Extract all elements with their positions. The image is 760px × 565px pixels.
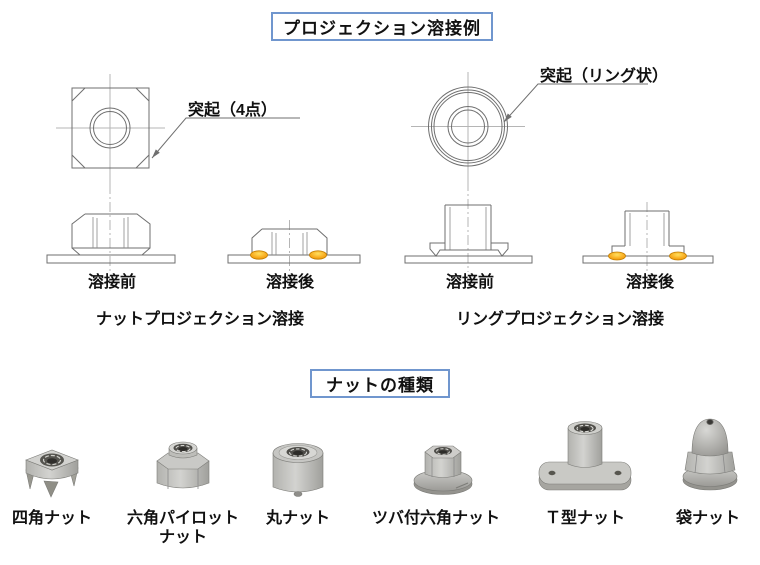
label-before-welding-nut: 溶接前 — [87, 274, 136, 291]
ring-nut-top-view — [411, 72, 525, 272]
t-type-nut-photo — [538, 421, 632, 491]
t-nut-before-welding-view — [404, 204, 533, 264]
label-round-nut: 丸ナット — [265, 510, 330, 527]
flanged-hex-nut-photo — [413, 445, 473, 495]
caption-nut-projection-welding: ナットプロジェクション溶接 — [95, 311, 304, 328]
hex-pilot-nut-photo — [156, 441, 210, 489]
t-nut-after-welding-view — [582, 202, 714, 272]
section-title-projection-welding-text: プロジェクション溶接例 — [283, 19, 481, 38]
hex-nut-before-welding-view — [46, 213, 176, 264]
weld-nugget — [309, 250, 327, 260]
label-t-type-nut: Ｔ型ナット — [544, 510, 625, 527]
annotation-leader-4-points — [151, 117, 300, 159]
caption-ring-projection-welding: リングプロジェクション溶接 — [455, 311, 664, 328]
section-title-nut-types-text: ナットの種類 — [326, 376, 434, 395]
label-after-welding-ring: 溶接後 — [625, 274, 674, 291]
section-title-projection-welding: プロジェクション溶接例 — [271, 12, 493, 41]
label-after-welding-nut: 溶接後 — [265, 274, 314, 291]
label-before-welding-ring: 溶接前 — [445, 274, 494, 291]
label-cap-nut: 袋ナット — [675, 510, 740, 527]
annotation-projection-ring: 突起（リング状） — [540, 68, 669, 85]
cap-nut-photo — [682, 418, 738, 491]
weld-nugget — [608, 251, 626, 261]
weld-nugget — [250, 250, 268, 260]
label-flanged-hex-nut: ツバ付六角ナット — [371, 510, 500, 527]
annotation-leader-ring — [503, 83, 648, 123]
label-hex-pilot-nut: 六角パイロットナット — [126, 510, 239, 547]
label-square-nut: 四角ナット — [11, 510, 92, 527]
square-nut-top-view — [56, 74, 165, 272]
annotation-projections-4-points: 突起（4点） — [188, 102, 277, 119]
round-nut-photo — [272, 443, 324, 497]
hex-nut-after-welding-view — [227, 220, 361, 272]
square-weld-nut-photo — [25, 449, 79, 498]
section-title-nut-types: ナットの種類 — [310, 369, 450, 398]
weld-nugget — [669, 251, 687, 261]
